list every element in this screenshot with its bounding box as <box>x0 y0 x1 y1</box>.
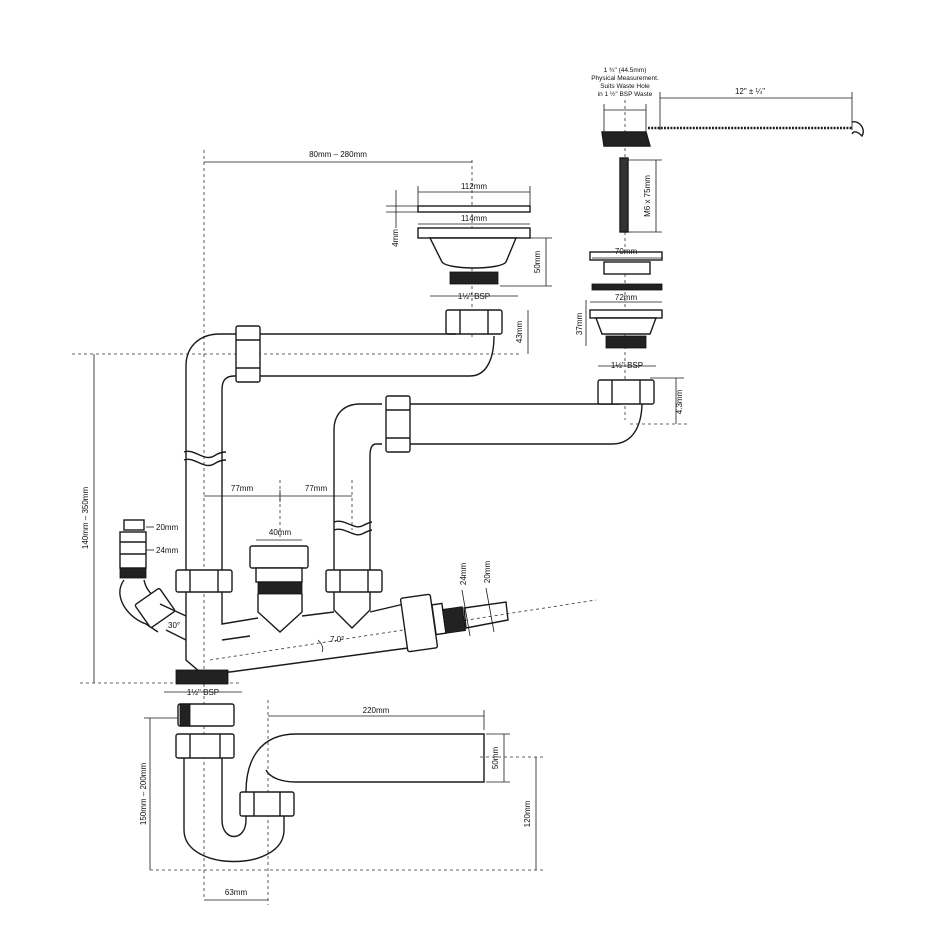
label-220: 220mm <box>363 706 390 715</box>
label-4mm: 4mm <box>391 229 400 247</box>
label-bsp-bottom: 1½" BSP <box>187 688 219 697</box>
label-24-right: 24mm <box>459 563 468 586</box>
right-basket-waste <box>589 121 864 405</box>
label-20-left: 20mm <box>156 523 179 532</box>
label-140-350: 140mm – 350mm <box>81 487 90 550</box>
label-50-top: 50mm <box>533 251 542 274</box>
label-24-left: 24mm <box>156 546 179 555</box>
label-120: 120mm <box>523 800 532 827</box>
label-40: 40mm <box>269 528 292 537</box>
label-112: 112mm <box>461 182 487 191</box>
dimension-lines <box>93 92 853 901</box>
label-50-trap: 50mm <box>491 747 500 770</box>
p-trap <box>175 703 485 863</box>
label-80-280: 80mm – 280mm <box>309 150 367 159</box>
label-114: 114mm <box>461 214 487 223</box>
label-63: 63mm <box>225 888 248 897</box>
waste-note-line1: 1 ¾" (44.5mm) <box>604 67 647 74</box>
waste-note-line3: Suits Waste Hole <box>600 83 650 90</box>
upper-left-pipe <box>183 325 495 570</box>
label-43-left: 43mm <box>515 321 524 344</box>
label-150-200: 150mm – 200mm <box>139 763 148 826</box>
label-77-a: 77mm <box>231 484 254 493</box>
label-bsp-left: 1½" BSP <box>458 292 490 301</box>
label-37: 37mm <box>575 313 584 336</box>
label-7deg: 7.0° <box>330 635 344 644</box>
central-manifold <box>175 545 509 685</box>
label-m6: M6 x 75mm <box>643 175 652 217</box>
waste-note-line2: Physical Measurement. <box>591 75 659 82</box>
label-43-right: 4.3mm <box>675 389 684 414</box>
upper-right-pipe <box>333 395 643 570</box>
label-77-b: 77mm <box>305 484 328 493</box>
label-bsp-right: 1½" BSP <box>611 361 643 370</box>
label-20-right: 20mm <box>483 561 492 584</box>
label-12in: 12" ± ¼" <box>735 87 765 96</box>
left-basket-waste <box>417 205 531 335</box>
reference-lines <box>72 100 690 905</box>
label-70: 70mm <box>615 247 638 256</box>
label-30deg: 30° <box>168 621 180 630</box>
waste-note-line4: in 1 ½" BSP Waste <box>598 90 653 98</box>
label-72: 72mm <box>615 293 638 302</box>
dimension-labels: 80mm – 280mm 112mm 114mm 4mm 50mm 1½" BS… <box>81 67 765 897</box>
